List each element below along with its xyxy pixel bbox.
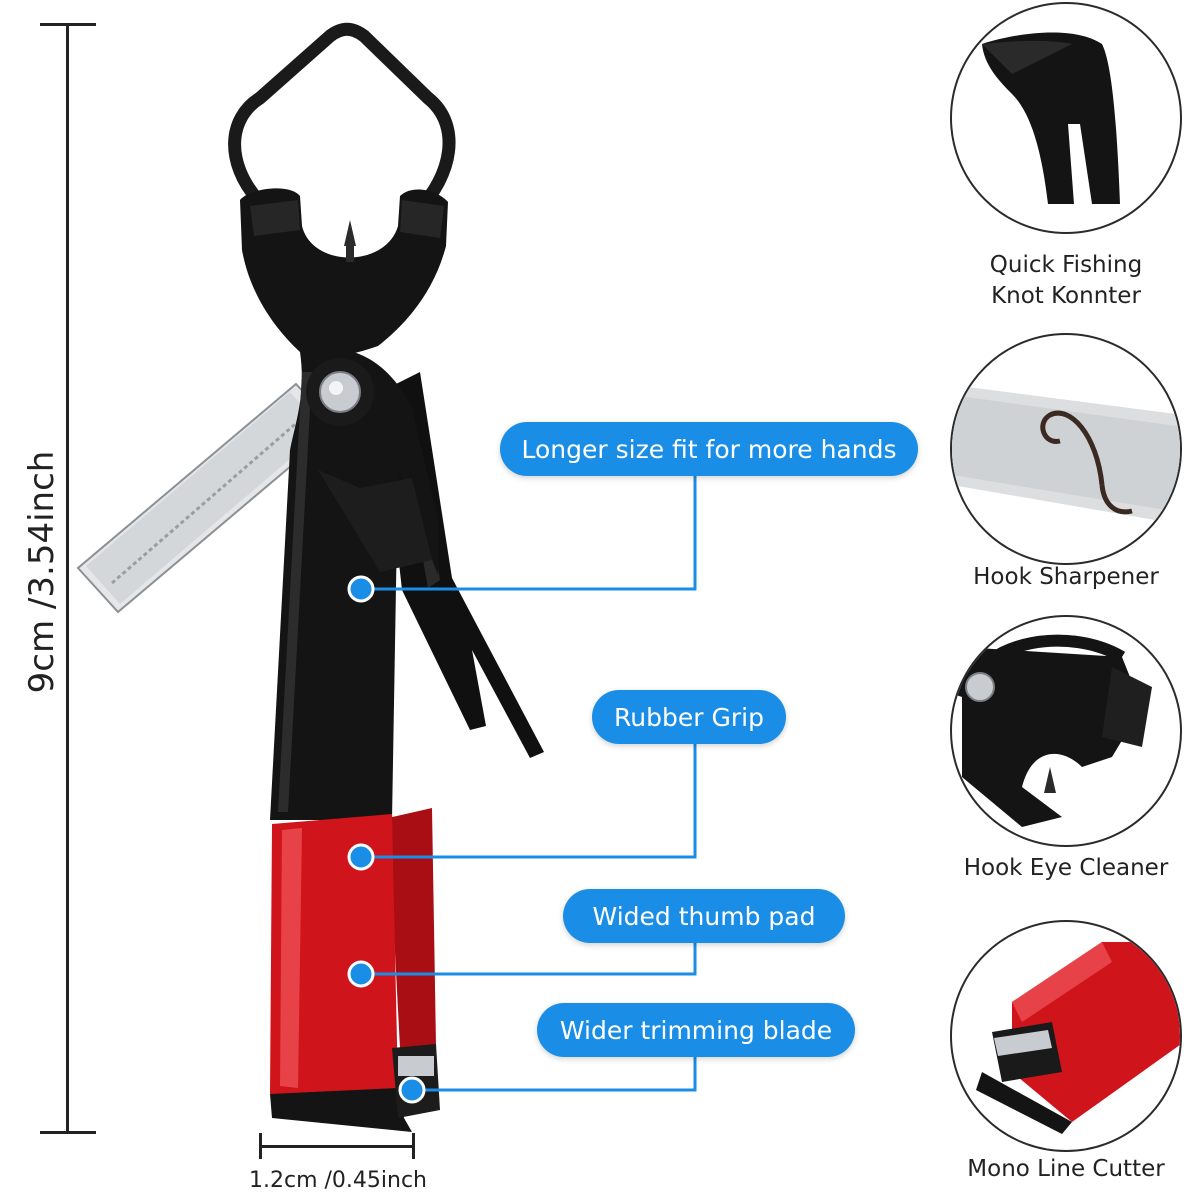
feature-label-knot-tyer-line1: Quick Fishing bbox=[989, 252, 1143, 278]
hook-sharpener-closeup-icon bbox=[950, 333, 1182, 565]
leader-line-rubber-grip bbox=[361, 742, 697, 859]
leader-line-longer-size bbox=[361, 476, 697, 591]
feature-label-hook-sharpener: Hook Sharpener bbox=[973, 564, 1159, 590]
tool-head bbox=[240, 188, 448, 357]
leader-line-thumb-pad bbox=[361, 940, 697, 976]
height-dimension-cap-bottom bbox=[40, 1131, 96, 1134]
width-dimension-line bbox=[259, 1145, 415, 1148]
pivot-rivet bbox=[306, 358, 374, 426]
loop-handle bbox=[228, 22, 456, 215]
callout-dot-longer-size bbox=[347, 575, 375, 603]
callout-dot-thumb-pad bbox=[347, 960, 375, 988]
knot-tyer-closeup-icon bbox=[950, 2, 1182, 234]
rubber-grip bbox=[270, 808, 436, 1100]
callout-thumb-pad: Wided thumb pad bbox=[563, 889, 845, 943]
height-dimension-line bbox=[66, 23, 69, 1133]
leader-line-trimming-blade bbox=[412, 1056, 697, 1092]
line-cutter-closeup-icon bbox=[950, 920, 1182, 1152]
width-dimension-cap-right bbox=[412, 1133, 415, 1159]
feature-label-knot-tyer-line2: Knot Konnter bbox=[991, 283, 1141, 309]
width-dimension-label: 1.2cm /0.45inch bbox=[249, 1168, 427, 1193]
callout-trimming-blade: Wider trimming blade bbox=[537, 1003, 855, 1057]
hook-eye-cleaner-closeup-icon bbox=[950, 615, 1182, 847]
callout-rubber-grip: Rubber Grip bbox=[592, 690, 786, 744]
feature-label-knot-tyer: Quick Fishing Knot Konnter bbox=[936, 250, 1196, 312]
feature-label-hook-eye-cleaner: Hook Eye Cleaner bbox=[963, 855, 1169, 881]
callout-dot-rubber-grip bbox=[347, 843, 375, 871]
callout-longer-size: Longer size fit for more hands bbox=[500, 422, 918, 476]
feature-label-line-cutter: Mono Line Cutter bbox=[967, 1156, 1165, 1182]
callout-dot-trimming-blade bbox=[398, 1076, 426, 1104]
